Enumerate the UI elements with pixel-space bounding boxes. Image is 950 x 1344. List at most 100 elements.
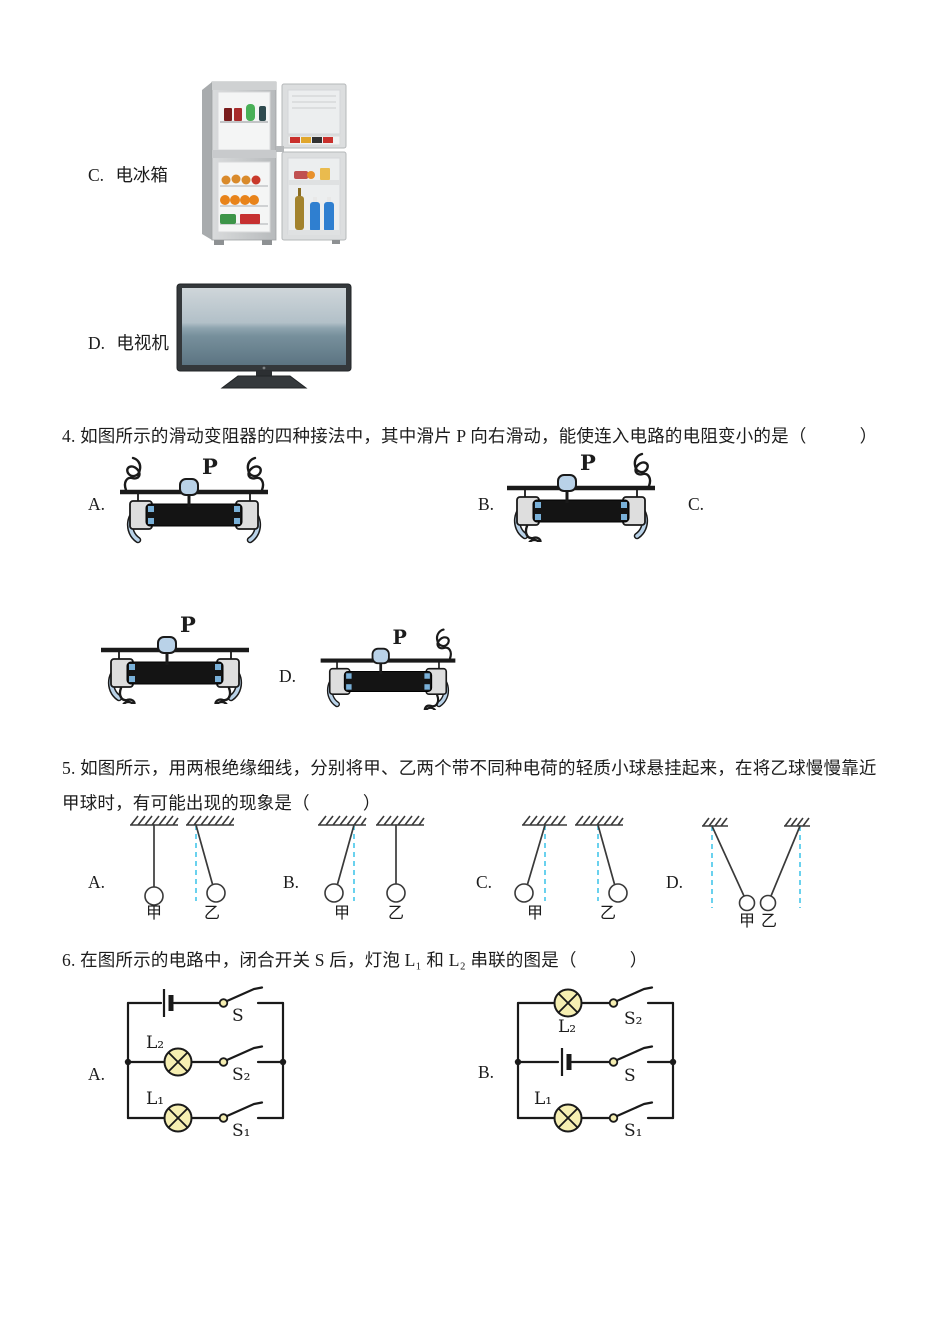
string-jia [711, 825, 745, 897]
switch-S2-label: S₂ [232, 1065, 250, 1085]
label-yi: 乙 [761, 911, 777, 930]
ceiling-hatch [186, 815, 234, 826]
fridge-foot [262, 240, 272, 245]
slider-p-label: P [580, 450, 596, 475]
fridge-top-strip [212, 82, 276, 90]
ceiling-hatch [702, 817, 728, 827]
ceiling-hatch [575, 815, 624, 826]
battery-symbol [560, 1048, 572, 1076]
label-yi: 乙 [388, 903, 404, 922]
resistor-body [532, 499, 630, 523]
lead-wire-top-right [633, 452, 652, 488]
slider-knob [371, 647, 390, 665]
question-6-text: 6. 在图所示的电路中，闭合开关 S 后，灯泡 L₁ 和 L₂ 串联的图是（ ） [62, 950, 648, 970]
junction-dot [124, 1058, 132, 1066]
door-hinge [276, 146, 284, 152]
question-5-text-line1: 5. 如图所示，用两根绝缘细线，分别将甲、乙两个带不同种电荷的轻质小球悬挂起来，… [62, 758, 877, 778]
q5-option-d-letter: D. [666, 872, 684, 892]
label-jia: 甲 [146, 903, 162, 922]
label-yi: 乙 [204, 903, 220, 922]
slider-p-label: P [180, 612, 196, 637]
terminal-marks [129, 664, 221, 682]
slider-p-label: P [202, 454, 218, 479]
freezer-interior [217, 91, 271, 151]
question-5-text-line2: 甲球时，有可能出现的现象是（ ） [62, 793, 381, 813]
lamp-L1-label: L₁ [146, 1089, 164, 1109]
switch-S1-label: S₁ [624, 1121, 642, 1141]
pendulum-figure-d: 甲 乙 [702, 817, 810, 930]
fridge-side-panel [202, 82, 212, 240]
ceiling-hatch [522, 815, 567, 826]
q4-option-d-letter: D. [279, 666, 297, 686]
lead-wire-top-right [435, 628, 452, 660]
q3-option-d-label: D. 电视机 [88, 330, 169, 355]
string-jia [526, 824, 546, 887]
rheostat-figure-a: P [120, 454, 268, 544]
terminal-marks [148, 506, 240, 524]
tv-logo-dot [262, 366, 266, 370]
switch-S2-symbol [218, 1045, 264, 1067]
string-yi [770, 825, 801, 897]
lead-wire-bottom-right [423, 694, 440, 710]
option-letter: D. [88, 333, 106, 353]
resistor-body [343, 671, 433, 692]
slider-knob [157, 636, 177, 654]
tv-image [176, 283, 352, 389]
rheostat-figure-c: P [101, 612, 249, 704]
lead-wire-bottom-left [524, 524, 542, 542]
resistor-body [145, 503, 243, 527]
slider-p-label: P [393, 626, 407, 649]
lamp-L2-symbol [553, 988, 583, 1018]
switch-S1-symbol [608, 1101, 654, 1123]
lamp-L1-symbol [163, 1103, 193, 1133]
q3-option-c-label: C. 电冰箱 [88, 162, 168, 187]
label-yi: 乙 [600, 903, 616, 922]
q6-option-a-letter: A. [88, 1064, 106, 1084]
junction-dot [514, 1058, 522, 1066]
ceiling-hatch [318, 815, 367, 826]
option-text: 电冰箱 [115, 165, 168, 185]
battery-symbol [162, 989, 174, 1017]
ball-jia [738, 894, 756, 912]
q5-option-a-letter: A. [88, 872, 106, 892]
junction-dot [279, 1058, 287, 1066]
lead-wire-top-right [246, 456, 265, 492]
q6-option-b-letter: B. [478, 1062, 495, 1082]
ball-jia [514, 883, 534, 903]
q4-option-c-letter: C. [688, 494, 705, 514]
label-jia: 甲 [739, 911, 755, 930]
circuit-figure-a: S L₂ S₂ L₁ S₁ [124, 986, 287, 1141]
lamp-L2-label: L₂ [558, 1017, 576, 1037]
slider-knob [179, 478, 199, 496]
lamp-L1-label: L₁ [534, 1089, 552, 1109]
fridge-divider [212, 150, 276, 158]
terminal-marks [346, 673, 430, 690]
fridge-foot [332, 240, 340, 244]
q5-option-c-letter: C. [476, 872, 493, 892]
q4-option-b-letter: B. [478, 494, 495, 514]
string-jia [336, 824, 355, 887]
q5-option-b-letter: B. [283, 872, 300, 892]
lead-wire-bottom-left [118, 686, 136, 704]
string-yi [195, 824, 214, 887]
fridge-interior [217, 161, 271, 233]
ceiling-hatch [376, 815, 425, 826]
tv-stand-neck [256, 371, 272, 376]
string-yi [597, 824, 616, 887]
question-4-text: 4. 如图所示的滑动变阻器的四种接法中，其中滑片 P 向右滑动，能使连入电路的电… [62, 426, 878, 446]
option-letter: C. [88, 165, 105, 185]
lead-wire-top-left [123, 456, 142, 492]
lamp-L1-symbol [553, 1103, 583, 1133]
ceiling-hatch [130, 815, 179, 826]
tv-screen [182, 288, 346, 365]
lead-wire-bottom-right [214, 686, 232, 704]
rheostat-figure-b: P [507, 450, 655, 542]
ball-jia [324, 883, 344, 903]
tv-stand-base [220, 375, 308, 389]
ball-jia [144, 886, 164, 906]
lamp-L2-label: L₂ [146, 1033, 164, 1053]
switch-S1-label: S₁ [232, 1121, 250, 1141]
option-text: 电视机 [116, 333, 169, 353]
switch-S1-symbol [218, 1101, 264, 1123]
pendulum-figure-c: 甲 乙 [514, 815, 628, 922]
